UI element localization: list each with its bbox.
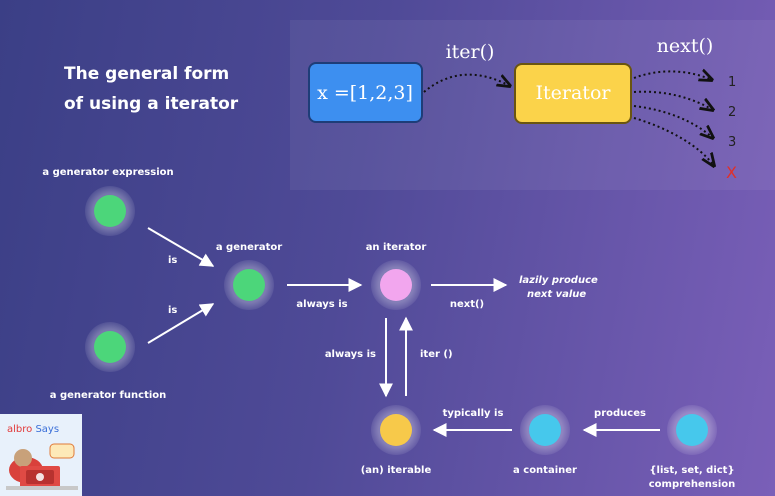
- x-list-label: x =[1,2,3]: [317, 82, 413, 104]
- edge-func-to-generator: [147, 303, 215, 344]
- iterator-box-label: Iterator: [536, 82, 612, 104]
- iter-arrow: [423, 73, 510, 93]
- lazy-label-line-1: lazily produce: [519, 275, 598, 286]
- node-iterable: (an) iterable: [361, 405, 432, 476]
- edge-label-is-top: is: [168, 255, 177, 266]
- lazy-label-line-2: next value: [527, 289, 586, 300]
- node-label: an iterator: [366, 242, 427, 253]
- logo-word-1: albro: [7, 424, 33, 435]
- next-arrow-4: [633, 117, 714, 166]
- node-label: a generator function: [50, 390, 167, 401]
- node-label: a generator expression: [42, 167, 173, 178]
- node-container: a container: [513, 405, 577, 476]
- node-label: a generator: [216, 242, 282, 253]
- node-dot: [676, 414, 708, 446]
- logo-text: albro Says: [7, 424, 59, 435]
- edge-label-next: next(): [450, 299, 484, 310]
- node-generator-expression: a generator expression: [42, 167, 174, 236]
- node-dot: [529, 414, 561, 446]
- edge-label-always-is: always is: [296, 299, 347, 310]
- node-label-line-2: comprehension: [649, 479, 735, 490]
- edge-label-iter: iter (): [420, 349, 453, 360]
- node-label-line-1: {list, set, dict}: [649, 465, 734, 476]
- edge-label-typically-is: typically is: [443, 408, 504, 419]
- node-iterator: an iterator: [366, 242, 427, 310]
- title-line-2: of using a iterator: [64, 94, 239, 114]
- node-label: a container: [513, 465, 577, 476]
- logo-character-icon: [6, 443, 78, 490]
- node-comprehension: {list, set, dict} comprehension: [649, 405, 735, 490]
- iterator-box: [514, 63, 632, 124]
- next-arrow-1: [633, 71, 712, 80]
- node-dot: [94, 195, 126, 227]
- edge-label-always-is-vertical: always is: [325, 349, 376, 360]
- node-dot: [380, 414, 412, 446]
- x-list-box: [308, 62, 423, 123]
- logo-word-2: Says: [35, 424, 60, 435]
- next-label-top: next(): [657, 35, 714, 57]
- node-dot: [380, 269, 412, 301]
- title-line-1: The general form: [64, 64, 229, 84]
- output-3: 3: [728, 135, 736, 150]
- node-dot: [94, 331, 126, 363]
- albro-says-logo: albro Says: [0, 414, 82, 496]
- node-generator-function: a generator function: [50, 322, 167, 401]
- edge-label-produces: produces: [594, 408, 646, 419]
- output-stop-cross: X: [726, 163, 737, 182]
- node-generator: a generator: [216, 242, 282, 310]
- edge-expr-to-generator: [147, 227, 215, 267]
- output-1: 1: [728, 75, 736, 90]
- node-dot: [233, 269, 265, 301]
- node-label: (an) iterable: [361, 465, 432, 476]
- iter-label: iter(): [446, 41, 495, 63]
- edge-label-is-bottom: is: [168, 305, 177, 316]
- output-2: 2: [728, 105, 736, 120]
